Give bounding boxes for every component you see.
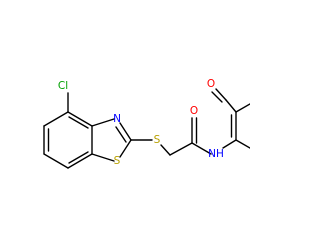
atom-n-thiazole: N	[113, 113, 121, 125]
bond-c2-c3	[43, 111, 69, 127]
atom-cl: Cl	[58, 80, 68, 92]
bond-c7a-c7-inner	[68, 151, 89, 164]
bond-acetyl-o-double	[211, 91, 223, 103]
bond-c-nh	[191, 142, 212, 155]
bond-c2-s	[119, 139, 132, 158]
bond-ph-acetyl	[225, 99, 237, 113]
atom-nh-amide: NH	[208, 148, 224, 160]
bond-c3-c3a-inner	[68, 116, 89, 129]
bond-ch2-co	[169, 142, 193, 156]
bond-n-c2-inner	[115, 126, 127, 143]
atom-o-amide: O	[190, 105, 198, 117]
bond-ph-3	[235, 139, 250, 149]
bond-nh-aryl	[222, 139, 237, 149]
bond-c7-c1	[43, 153, 69, 169]
bond-c3a-n	[91, 118, 115, 127]
bond-n-c2	[119, 122, 132, 141]
bond-s-c7a	[91, 153, 115, 162]
atom-o-acetyl: O	[207, 78, 215, 90]
bond-layer	[43, 88, 250, 169]
bond-c3-c3a	[67, 111, 93, 127]
bond-c7a-c7	[67, 153, 93, 169]
atom-s-ring: S	[114, 155, 121, 167]
bond-s-ch2	[160, 144, 171, 156]
chemical-structure-diagram: Cl N S S O NH O	[43, 78, 250, 169]
bond-acetyl-o	[215, 88, 227, 101]
bond-ph-2	[235, 103, 250, 113]
atom-s-linker: S	[154, 134, 161, 146]
atom-labels: Cl N S S O NH O	[58, 78, 224, 167]
